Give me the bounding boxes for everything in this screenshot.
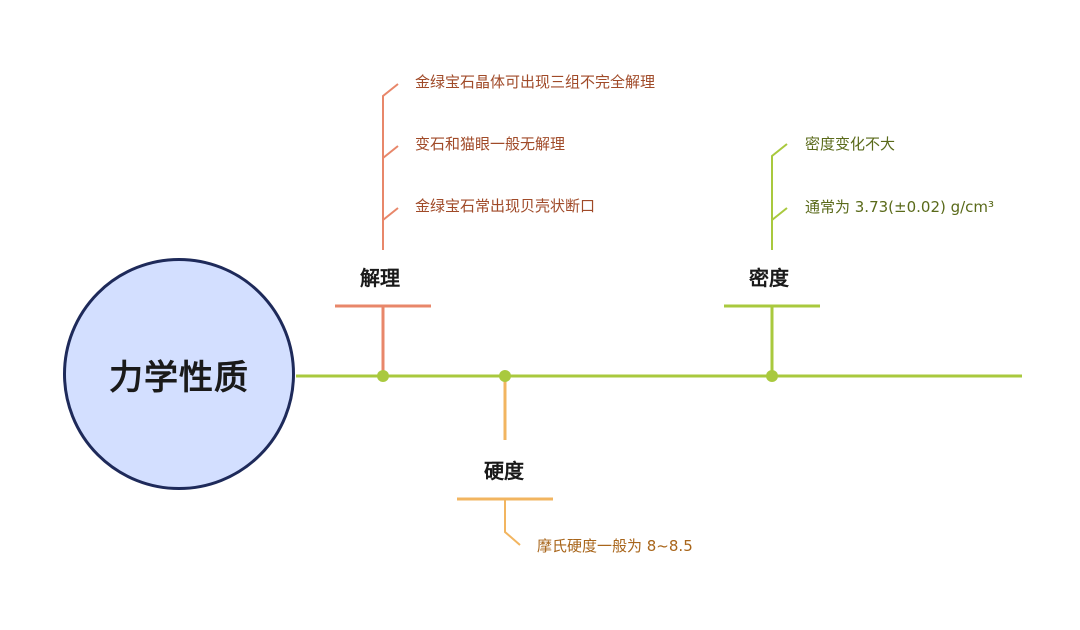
density-item-2: 通常为 3.73(±0.02) g/cm³ [805, 198, 995, 216]
cleavage-item-1: 金绿宝石晶体可出现三组不完全解理 [415, 73, 656, 91]
cleavage-item-2: 变石和猫眼一般无解理 [415, 135, 566, 153]
cleavage-bracket-line [382, 83, 399, 250]
density-title: 密度 [749, 266, 789, 290]
hardness-title: 硬度 [484, 459, 524, 483]
density-bracket-line [771, 143, 788, 250]
hardness-junction-dot [499, 370, 511, 382]
cleavage-title: 解理 [360, 266, 400, 290]
cleavage-junction-dot [377, 370, 389, 382]
density-junction-dot [766, 370, 778, 382]
hardness-item-1: 摩氏硬度一般为 8~8.5 [537, 537, 693, 555]
cleavage-item-3: 金绿宝石常出现贝壳状断口 [415, 197, 596, 215]
central-title: 力学性质 [109, 357, 249, 398]
density-item-1: 密度变化不大 [805, 135, 896, 153]
central-node: 力学性质 [63, 258, 295, 490]
hardness-bracket-line [504, 500, 521, 546]
